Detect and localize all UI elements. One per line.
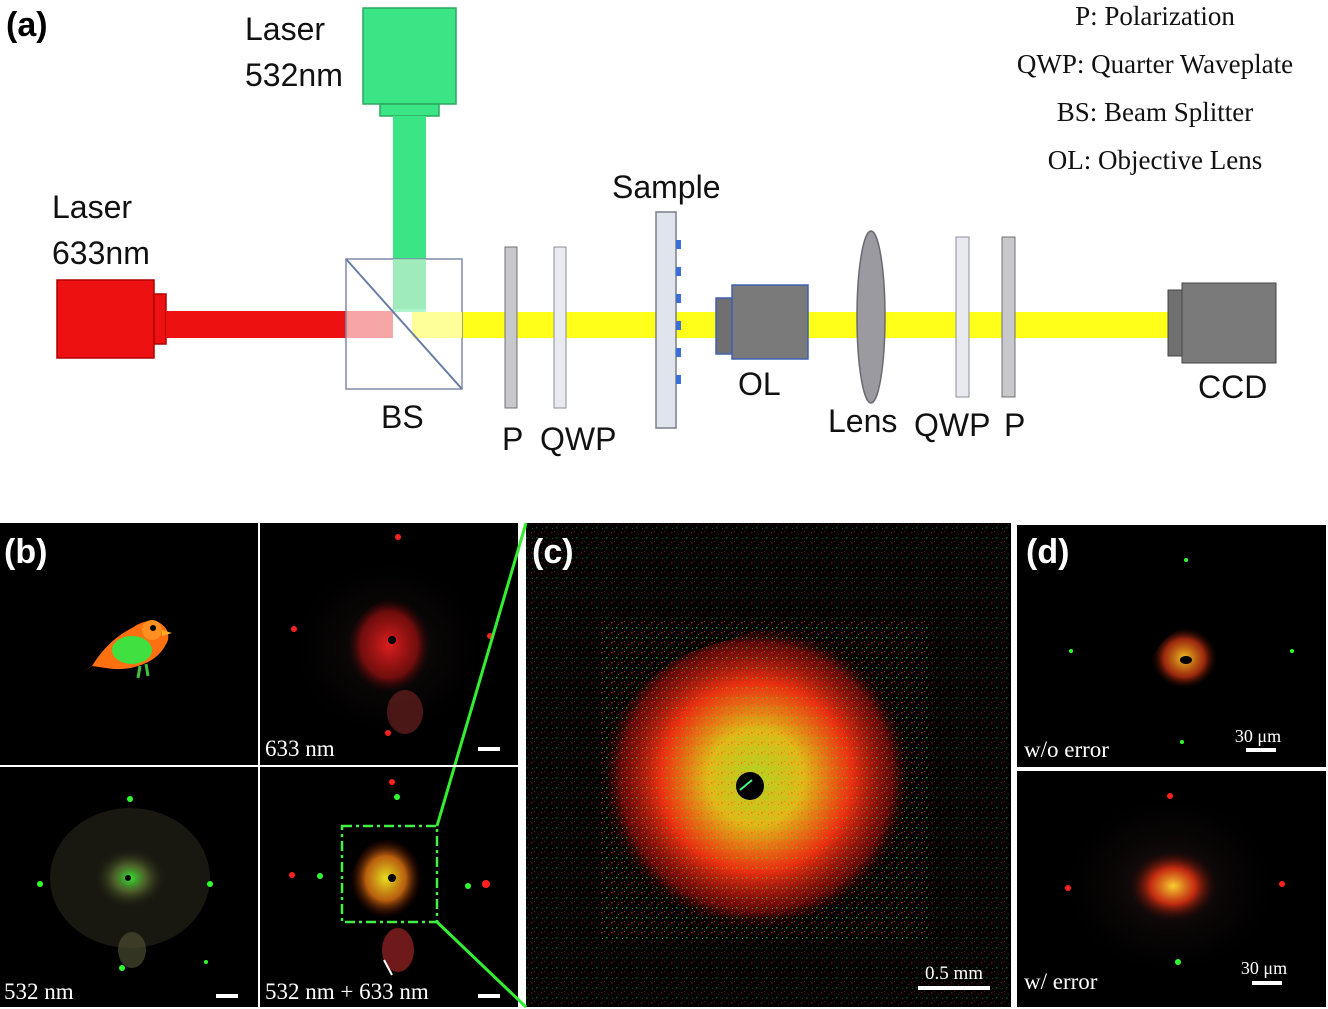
legend-ol: OL: Objective Lens (1048, 145, 1262, 175)
panel-d-label: (d) (1026, 533, 1069, 571)
qwp2-label: QWP (914, 407, 990, 443)
laser-633-body (56, 279, 155, 359)
panel-d-bottom (1017, 771, 1326, 1007)
panel-b-merge (260, 767, 518, 1007)
sample-label: Sample (612, 169, 721, 205)
scale-c-text: 0.5 mm (925, 963, 983, 984)
lens (856, 230, 886, 404)
caption-without-error: w/o error (1024, 737, 1109, 762)
scale-d-top-text: 30 μm (1235, 726, 1281, 746)
polarizer-1 (504, 246, 518, 409)
laser-532-body (362, 7, 457, 105)
qwp1-label: QWP (540, 421, 616, 457)
legend-qwp: QWP: Quarter Waveplate (1017, 49, 1293, 79)
laser-532-aperture (379, 103, 440, 117)
panel-b-bird (0, 523, 258, 765)
polarizer-2 (1001, 236, 1016, 398)
panel-d-top (1017, 525, 1326, 767)
panel-b-633 (260, 523, 518, 765)
bs-label: BS (381, 399, 424, 435)
panel-c-image (526, 523, 1011, 1007)
combined-beam (461, 312, 1168, 338)
laser-532-label-1: Laser (245, 11, 325, 47)
scalebar-532 (216, 994, 238, 998)
objective-lens (715, 284, 809, 360)
panel-c-label: (c) (532, 533, 574, 571)
divider-b-vertical (258, 523, 260, 1007)
zoom-line-bottom (435, 920, 528, 1009)
qwp-1 (553, 246, 567, 409)
laser-532-label-2: 532nm (245, 57, 343, 93)
ccd-label: CCD (1198, 369, 1267, 405)
ol-label: OL (738, 366, 781, 402)
laser-633-aperture (153, 293, 167, 345)
scalebar-d-top (1246, 748, 1276, 752)
panel-a-label: (a) (6, 6, 48, 44)
laser-633-label-1: Laser (52, 189, 132, 225)
panel-b-label: (b) (4, 533, 47, 571)
caption-633: 633 nm (265, 736, 335, 761)
laser-633-label-2: 633nm (52, 235, 150, 271)
red-beam (166, 311, 349, 338)
legend-polarization: P: Polarization (1075, 1, 1235, 31)
lens-label: Lens (828, 403, 897, 439)
qwp-2 (955, 236, 970, 398)
scale-d-bottom-text: 30 μm (1241, 958, 1287, 978)
scalebar-633 (478, 747, 500, 751)
legend: P: Polarization QWP: Quarter Waveplate B… (1017, 1, 1293, 175)
caption-merge: 532 nm + 633 nm (265, 979, 429, 1004)
beam-splitter (345, 258, 463, 390)
p1-label: P (502, 421, 523, 457)
scalebar-c (918, 986, 990, 990)
caption-532: 532 nm (4, 979, 74, 1004)
ccd-camera (1167, 282, 1277, 364)
caption-with-error: w/ error (1024, 969, 1098, 994)
divider-d (1017, 767, 1326, 771)
scalebar-d-bottom (1252, 981, 1282, 985)
p2-label: P (1004, 407, 1025, 443)
sample (655, 211, 681, 429)
panel-b-532 (0, 767, 258, 1007)
scalebar-merge (478, 994, 500, 998)
zoom-box (340, 824, 439, 924)
zoom-line-top (435, 522, 528, 827)
legend-bs: BS: Beam Splitter (1057, 97, 1254, 127)
laser-633 (56, 279, 349, 359)
